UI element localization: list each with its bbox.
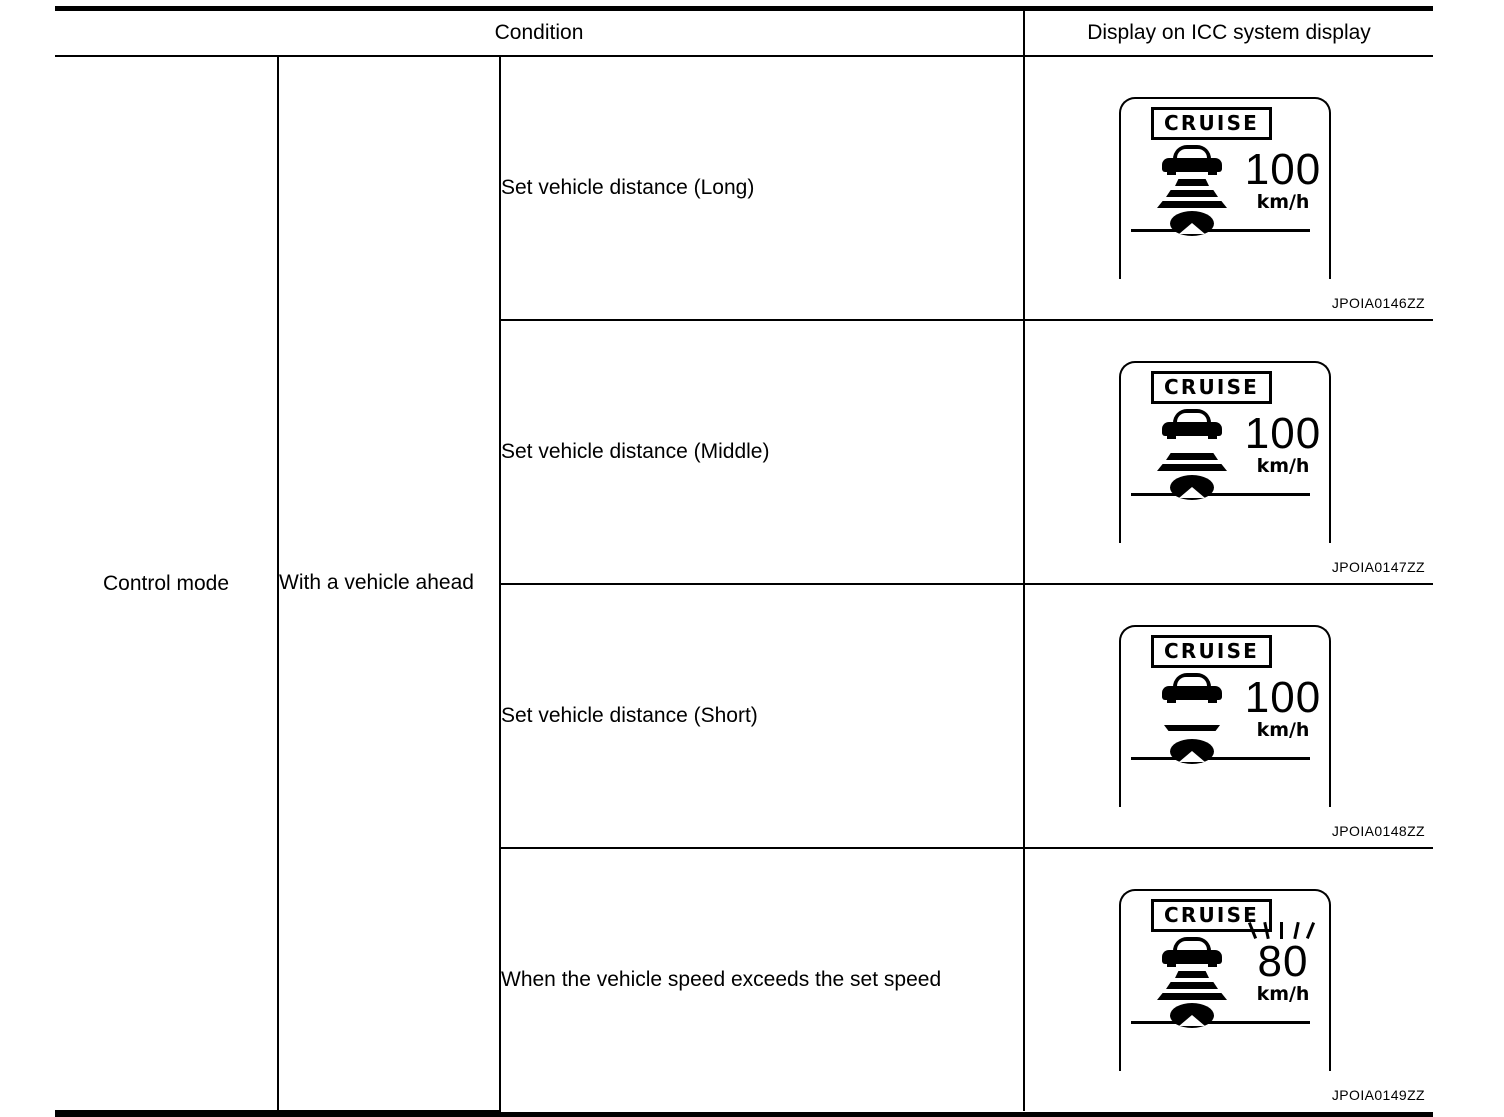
figure-caption: JPOIA0147ZZ bbox=[1331, 559, 1426, 575]
own-vehicle-icon bbox=[1170, 211, 1215, 236]
set-speed-value: 100 bbox=[1244, 673, 1322, 722]
header-display: Display on ICC system display bbox=[1023, 11, 1434, 57]
set-speed-block: 100 km/h bbox=[1235, 673, 1331, 741]
figure-caption: JPOIA0149ZZ bbox=[1331, 1087, 1426, 1103]
table-row: When the vehicle speed exceeds the set s… bbox=[55, 848, 1434, 1111]
speed-unit-label: km/h bbox=[1256, 718, 1310, 741]
vehicle-distance-icon bbox=[1149, 937, 1235, 1028]
table-bottom-rule bbox=[55, 1112, 1433, 1117]
set-speed-block: 100 km/h bbox=[1235, 145, 1331, 213]
vehicle-distance-icon bbox=[1149, 409, 1235, 500]
speed-unit-label: km/h bbox=[1256, 190, 1310, 213]
icc-condition-table: Condition Display on ICC system display … bbox=[55, 6, 1434, 1117]
display-screen-frame bbox=[1119, 97, 1332, 279]
cell-with-vehicle-ahead: With a vehicle ahead bbox=[277, 56, 500, 1112]
display-screen-frame bbox=[1119, 625, 1332, 807]
display-screen-frame bbox=[1119, 361, 1332, 543]
cell-condition-long: Set vehicle distance (Long) bbox=[498, 56, 1025, 321]
set-speed-value: 100 bbox=[1244, 145, 1322, 194]
display-divider-line bbox=[1131, 757, 1311, 760]
lead-vehicle-icon bbox=[1162, 673, 1223, 703]
table-row: Control mode With a vehicle ahead Set ve… bbox=[55, 56, 1434, 1112]
table-top-rule bbox=[55, 6, 1433, 11]
cruise-badge: CRUISE bbox=[1151, 899, 1273, 932]
figure-caption: JPOIA0148ZZ bbox=[1331, 823, 1426, 839]
table-header-row: Condition Display on ICC system display bbox=[55, 11, 1434, 57]
blinking-indicator-icon bbox=[1235, 919, 1331, 940]
display-screen-frame bbox=[1119, 889, 1332, 1071]
cell-display-exceeds: CRUISE bbox=[1023, 848, 1434, 1111]
icc-display-graphic: CRUISE bbox=[1113, 93, 1345, 293]
distance-bars bbox=[1149, 453, 1235, 475]
distance-bars bbox=[1149, 971, 1235, 1004]
cruise-badge: CRUISE bbox=[1151, 107, 1273, 140]
distance-bars bbox=[1149, 179, 1235, 212]
cruise-badge: CRUISE bbox=[1151, 635, 1273, 668]
set-speed-block: 100 km/h bbox=[1235, 409, 1331, 477]
vehicle-distance-icon bbox=[1149, 673, 1235, 764]
table-row: Set vehicle distance (Middle) CRUISE bbox=[55, 320, 1434, 585]
table-row: Set vehicle distance (Short) CRUISE bbox=[55, 584, 1434, 849]
figure-caption: JPOIA0146ZZ bbox=[1331, 295, 1426, 311]
cell-condition-middle: Set vehicle distance (Middle) bbox=[498, 320, 1025, 585]
icc-display-graphic: CRUISE bbox=[1113, 357, 1345, 557]
own-vehicle-icon bbox=[1170, 475, 1215, 500]
icc-display-graphic: CRUISE 100 bbox=[1113, 621, 1345, 821]
cell-condition-exceeds: When the vehicle speed exceeds the set s… bbox=[498, 848, 1025, 1111]
display-divider-line bbox=[1131, 493, 1311, 496]
speed-unit-label: km/h bbox=[1256, 982, 1310, 1005]
lead-vehicle-icon bbox=[1162, 937, 1223, 967]
cell-display-middle: CRUISE bbox=[1023, 320, 1434, 585]
lead-vehicle-icon bbox=[1162, 409, 1223, 439]
set-speed-value: 80 bbox=[1257, 937, 1309, 986]
set-speed-block: 80 km/h bbox=[1235, 921, 1331, 1005]
display-divider-line bbox=[1131, 1021, 1311, 1024]
cruise-badge: CRUISE bbox=[1151, 371, 1273, 404]
vehicle-distance-icon bbox=[1149, 145, 1235, 236]
distance-bars bbox=[1149, 725, 1235, 735]
own-vehicle-icon bbox=[1170, 739, 1215, 764]
lead-vehicle-icon bbox=[1162, 145, 1223, 175]
set-speed-value: 100 bbox=[1244, 409, 1322, 458]
cell-control-mode: Control mode bbox=[55, 56, 278, 1112]
header-condition: Condition bbox=[55, 11, 1025, 57]
speed-unit-label: km/h bbox=[1256, 454, 1310, 477]
cell-display-short: CRUISE 100 bbox=[1023, 584, 1434, 849]
icc-display-graphic: CRUISE bbox=[1113, 885, 1345, 1085]
cell-condition-short: Set vehicle distance (Short) bbox=[498, 584, 1025, 849]
cell-display-long: CRUISE bbox=[1023, 56, 1434, 321]
own-vehicle-icon bbox=[1170, 1003, 1215, 1028]
display-divider-line bbox=[1131, 229, 1311, 232]
